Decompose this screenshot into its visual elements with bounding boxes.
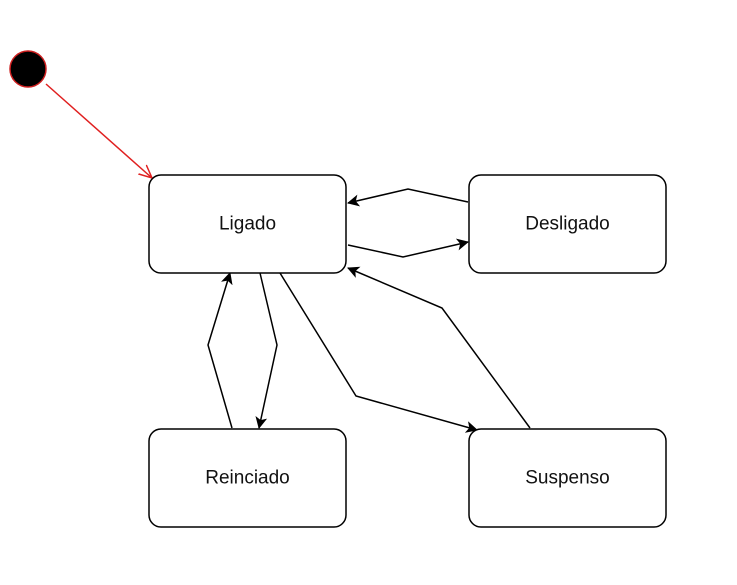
transition-ligado-to-desligado[interactable] [347,238,469,258]
state-ligado-label: Ligado [219,214,276,235]
state-reinciado-label: Reinciado [205,468,290,489]
transition-ligado-to-reinciado[interactable] [255,272,278,429]
transition-desligado-to-ligado[interactable] [347,188,469,207]
state-reinciado[interactable]: Reinciado [148,428,347,528]
transition-suspenso-to-ligado[interactable] [347,266,531,429]
transition-initial-to-ligado[interactable] [45,83,152,178]
state-desligado-label: Desligado [525,214,610,235]
state-suspenso[interactable]: Suspenso [468,428,667,528]
state-suspenso-label: Suspenso [525,468,610,489]
state-ligado[interactable]: Ligado [148,174,347,274]
state-desligado[interactable]: Desligado [468,174,667,274]
transition-ligado-to-suspenso[interactable] [279,272,478,433]
initial-state-node[interactable] [9,50,47,88]
transition-reinciado-to-ligado[interactable] [207,272,233,429]
